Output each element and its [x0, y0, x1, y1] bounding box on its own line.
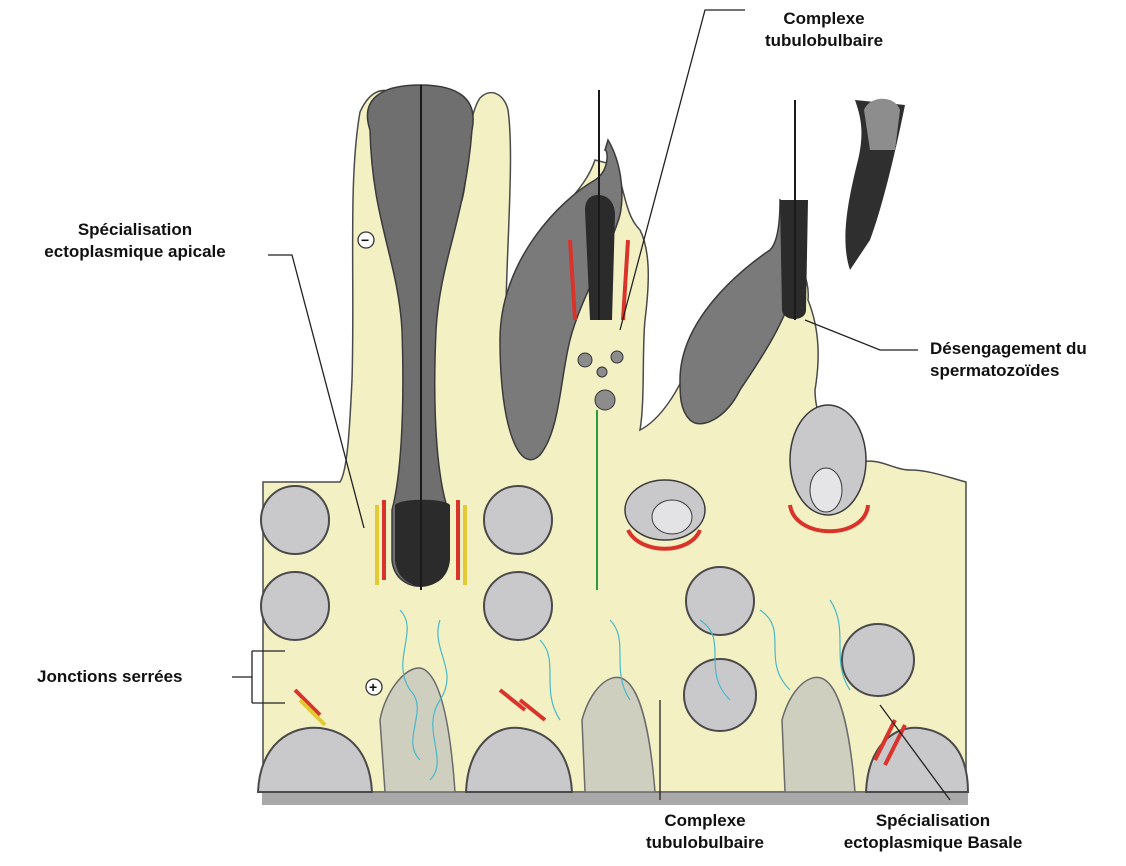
- minus-glyph: −: [361, 229, 369, 251]
- label-jonctions-serrees: Jonctions serrées: [37, 666, 183, 688]
- label-apicale: Spécialisation ectoplasmique apicale: [10, 219, 260, 263]
- nucleus: [484, 486, 552, 554]
- nucleus: [261, 572, 329, 640]
- nucleus: [684, 659, 756, 731]
- nucleus: [686, 567, 754, 635]
- label-complexe-bottom: Complexe tubulobulbaire: [640, 810, 770, 854]
- basement-membrane: [262, 793, 968, 805]
- label-basale: Spécialisation ectoplasmique Basale: [818, 810, 1048, 854]
- nucleus: [842, 624, 914, 696]
- nucleus: [261, 486, 329, 554]
- leader-desengagement: [805, 320, 918, 350]
- label-desengagement: Désengagement du spermatozoïdes: [930, 338, 1087, 382]
- label-complexe-top: Complexe tubulobulbaire: [765, 8, 883, 52]
- spermatid-oval: [625, 480, 705, 549]
- plus-glyph: +: [369, 676, 377, 698]
- nucleus: [484, 572, 552, 640]
